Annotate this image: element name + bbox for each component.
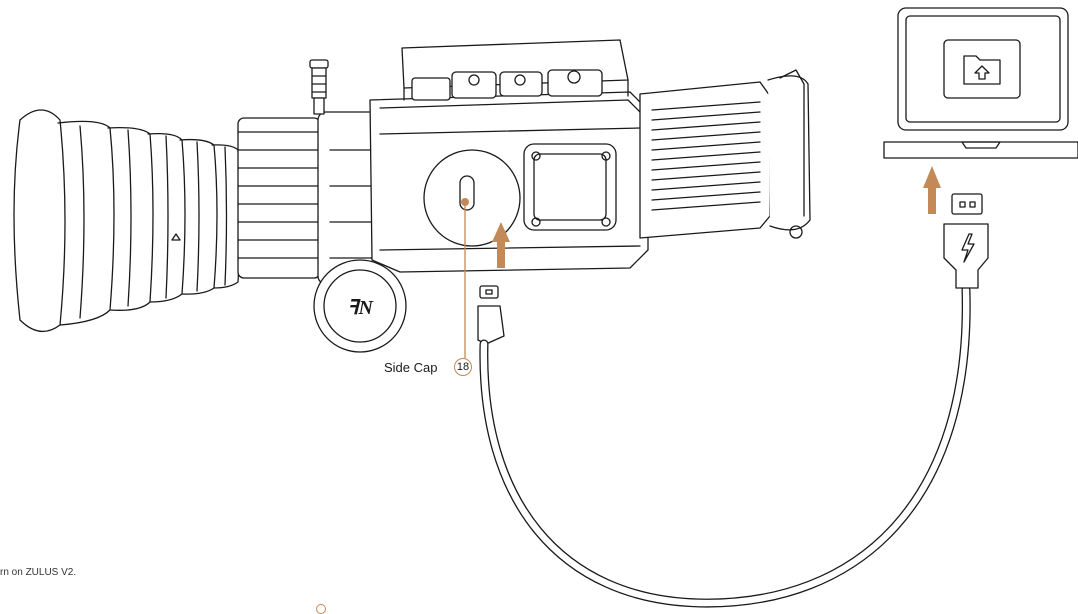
eyecup [13, 109, 241, 332]
side-cap-label: Side Cap [384, 360, 438, 375]
laptop-icon [883, 7, 1078, 159]
brand-logo-mark: ꟻN [347, 297, 375, 319]
micro-usb-plug-icon [477, 285, 505, 345]
up-arrow-icon [923, 166, 941, 214]
lightning-icon [961, 233, 975, 263]
focus-wheel: ꟻN [313, 259, 407, 353]
folder-upload-icon [963, 55, 1001, 85]
usb-plug-icon [943, 193, 989, 289]
battery-cover [523, 143, 617, 231]
objective-barrel [639, 69, 811, 239]
thermal-scope: ꟻN [13, 39, 811, 353]
partial-callout-marker [316, 604, 326, 614]
callout-dot [461, 198, 469, 206]
scope-body [369, 39, 649, 273]
top-knob [309, 59, 329, 115]
side-cap [423, 149, 521, 247]
callout-number: 18 [454, 358, 472, 376]
footnote-text: rn on ZULUS V2. [0, 567, 77, 578]
usb-cable [479, 285, 971, 608]
eyepiece-barrel [237, 111, 379, 285]
up-arrow-icon [492, 222, 510, 268]
